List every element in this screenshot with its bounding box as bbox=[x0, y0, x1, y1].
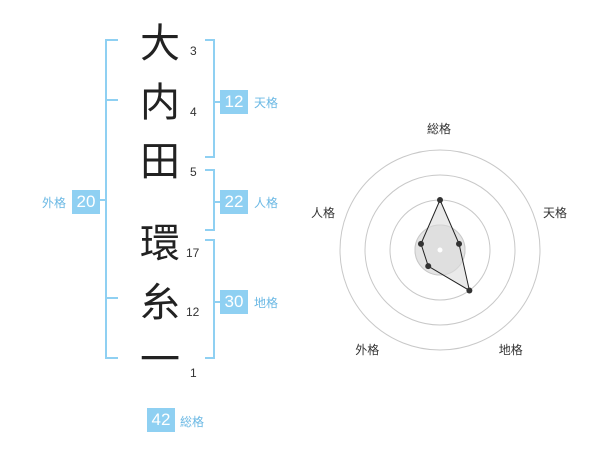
name-char-3: 田 bbox=[140, 139, 180, 185]
tenkaku-label: 天格 bbox=[254, 96, 279, 110]
stroke-count-1: 3 bbox=[190, 44, 197, 58]
radar-label-5: 人格 bbox=[310, 206, 335, 221]
radar-label-1: 総格 bbox=[427, 122, 452, 136]
gaikaku-bracket bbox=[100, 39, 118, 359]
name-char-6: 一 bbox=[140, 337, 180, 383]
radar-label-2: 天格 bbox=[543, 206, 568, 221]
name-char-1: 大 bbox=[140, 21, 180, 67]
name-char-2: 内 bbox=[140, 80, 180, 126]
stroke-count-3: 5 bbox=[190, 165, 197, 179]
soukaku-label: 総格 bbox=[180, 415, 205, 429]
radar-point-2 bbox=[456, 240, 463, 247]
stroke-count-6: 1 bbox=[190, 366, 197, 380]
stroke-count-5: 12 bbox=[186, 305, 200, 319]
tenkaku-bracket bbox=[205, 39, 220, 158]
radar-point-1 bbox=[437, 197, 443, 203]
radar-data-polygon bbox=[420, 198, 471, 292]
stroke-count-4: 17 bbox=[186, 246, 200, 260]
tenkaku-value: 12 bbox=[220, 90, 248, 114]
chikaku-bracket bbox=[205, 239, 220, 359]
radar-point-4 bbox=[425, 263, 432, 270]
gaikaku-value: 20 bbox=[72, 190, 100, 214]
radar-ring bbox=[339, 149, 541, 351]
jinkaku-label: 人格 bbox=[254, 196, 279, 210]
radar-label-3: 地格 bbox=[498, 342, 523, 357]
chikaku-label: 地格 bbox=[254, 296, 279, 310]
stroke-count-2: 4 bbox=[190, 105, 197, 119]
name-char-4: 環 bbox=[140, 221, 180, 267]
jinkaku-value: 22 bbox=[220, 190, 248, 214]
radar-point-3 bbox=[466, 287, 473, 294]
gaikaku-label: 外格 bbox=[42, 196, 67, 210]
radar-label-4: 外格 bbox=[355, 342, 380, 357]
jinkaku-bracket bbox=[205, 169, 220, 231]
radar-center-dot bbox=[437, 247, 443, 253]
chikaku-value: 30 bbox=[220, 290, 248, 314]
radar-ring bbox=[364, 174, 516, 326]
name-char-5: 糸 bbox=[140, 280, 180, 326]
soukaku-value: 42 bbox=[147, 408, 175, 432]
radar-point-5 bbox=[417, 240, 424, 247]
